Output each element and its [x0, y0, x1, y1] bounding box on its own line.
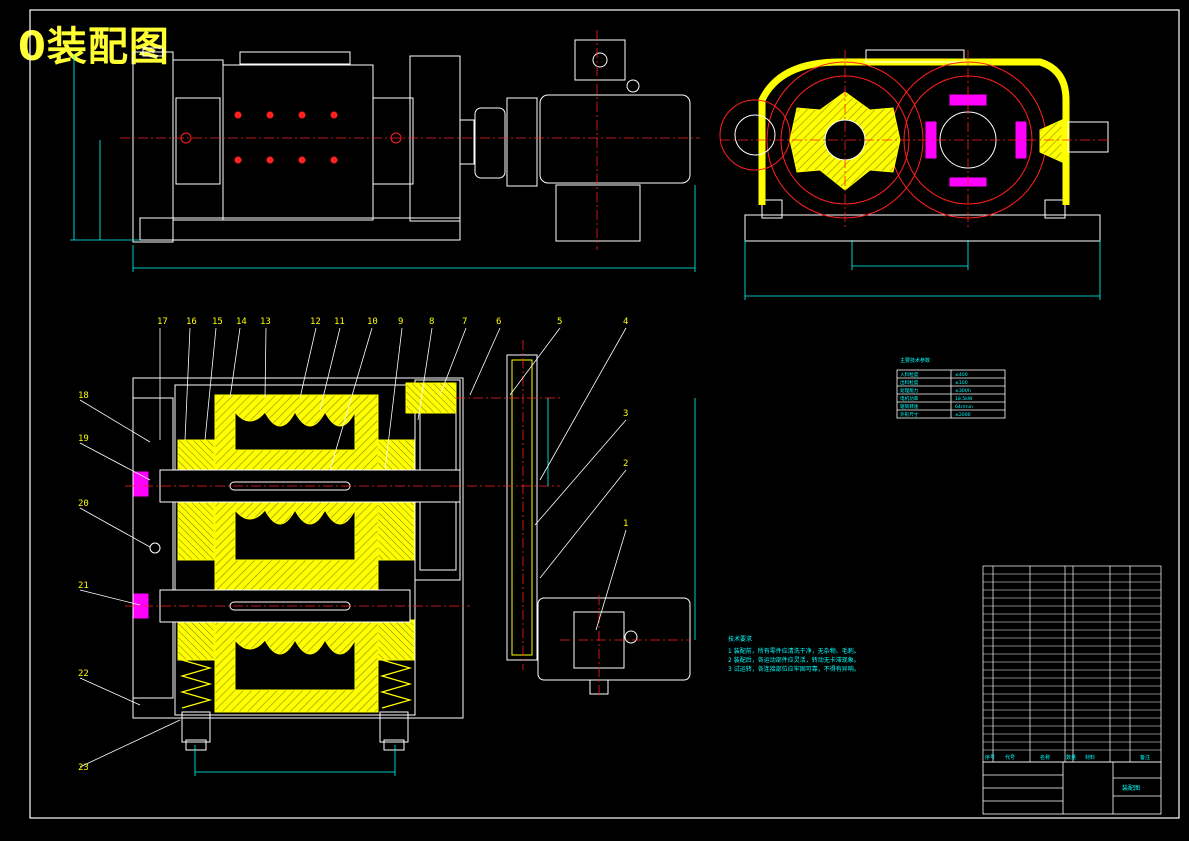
part-number: 15 [212, 317, 223, 327]
bom-header-cell: 材料 [1085, 754, 1095, 761]
front-view [132, 39, 691, 243]
part-number: 14 [236, 317, 247, 327]
part-number: 11 [334, 317, 345, 327]
tech-param-key: 辊筒转速 [900, 403, 919, 410]
part-number: 19 [78, 434, 89, 444]
title-block-name: 装配图 [1122, 784, 1140, 792]
right-mount-bracket [1039, 119, 1063, 163]
part-number: 9 [398, 317, 403, 327]
tech-param-value: 18.5kW [955, 396, 973, 402]
technical-notes: 技术要求 1 装配前，所有零件应清洗干净，无杂物、毛刺。 2 装配后，各运动部件… [728, 635, 860, 673]
bom-header-cell: 名称 [1040, 754, 1050, 761]
bom-header: 序号 代号 名称 数量 材料 备注 [985, 754, 1150, 761]
section-bottom-feet [181, 711, 409, 751]
tech-param-value: 64r/min [955, 404, 973, 410]
part-number: 10 [367, 317, 378, 327]
plate-hole [149, 542, 161, 554]
front-view-holes [234, 111, 338, 164]
part-number: 4 [623, 317, 628, 327]
tech-param-key: 外形尺寸 [900, 411, 919, 418]
bom-table [982, 565, 1162, 763]
note-line: 2 装配后，各运动部件应灵活，转动无卡滞现象。 [728, 656, 860, 664]
part-number: 7 [462, 317, 467, 327]
part-number: 21 [78, 581, 89, 591]
tech-param-key: 处理能力 [900, 387, 919, 394]
tech-params-table [896, 369, 1006, 419]
side-view-dims [744, 240, 1101, 300]
springs [179, 659, 413, 709]
right-roller-segments [925, 94, 1027, 187]
part-number: 2 [623, 459, 628, 469]
tech-param-key: 入料粒度 [900, 371, 919, 378]
part-number: 12 [310, 317, 321, 327]
belt-drive [506, 354, 691, 695]
part-number: 5 [557, 317, 562, 327]
tech-param-key: 电机功率 [900, 395, 919, 402]
bom-header-cell: 数量 [1066, 754, 1076, 761]
side-plate-parts [133, 471, 149, 619]
bearing-blocks [177, 382, 457, 661]
note-line: 3 试运转，各连接部位应牢固可靠，不得有异响。 [728, 665, 860, 673]
bom-header-cell: 备注 [1140, 754, 1150, 761]
part-number: 23 [78, 763, 89, 773]
part-number: 22 [78, 669, 89, 679]
tech-param-value: ≤400 [955, 372, 968, 378]
part-number: 17 [157, 317, 168, 327]
title-block [982, 761, 1162, 815]
front-view-dims [70, 55, 696, 272]
section-centerlines [125, 340, 690, 695]
bom-header-cell: 代号 [1005, 754, 1015, 761]
part-number: 20 [78, 499, 89, 509]
bom-header-cell: 序号 [985, 754, 995, 761]
crushing-teeth-cavities [234, 410, 356, 691]
tech-param-value: ≤100 [955, 380, 968, 386]
tech-params-title: 主要技术参数 [900, 357, 930, 364]
part-number: 8 [429, 317, 434, 327]
notes-title: 技术要求 [728, 635, 752, 643]
part-number: 18 [78, 391, 89, 401]
section-dims [194, 398, 696, 776]
part-number: 3 [623, 409, 628, 419]
part-number-labels: 17 16 15 14 13 12 11 10 9 8 7 6 5 4 3 2 … [78, 317, 628, 773]
leader-lines [79, 327, 627, 768]
drawing-title: 0装配图 [18, 24, 170, 70]
part-number: 1 [623, 519, 628, 529]
part-number: 16 [186, 317, 197, 327]
note-line: 1 装配前，所有零件应清洗干净，无杂物、毛刺。 [728, 647, 860, 655]
part-number: 6 [496, 317, 501, 327]
drawing-frame [29, 9, 1180, 819]
bom-rows [983, 573, 1161, 751]
tech-param-key: 出料粒度 [900, 379, 919, 386]
side-view-centerlines [720, 50, 1110, 230]
part-number: 13 [260, 317, 271, 327]
front-view-centerlines [120, 30, 700, 250]
tech-param-value: ≤30t/h [955, 388, 971, 394]
tech-param-value: ≤2000 [955, 412, 971, 418]
